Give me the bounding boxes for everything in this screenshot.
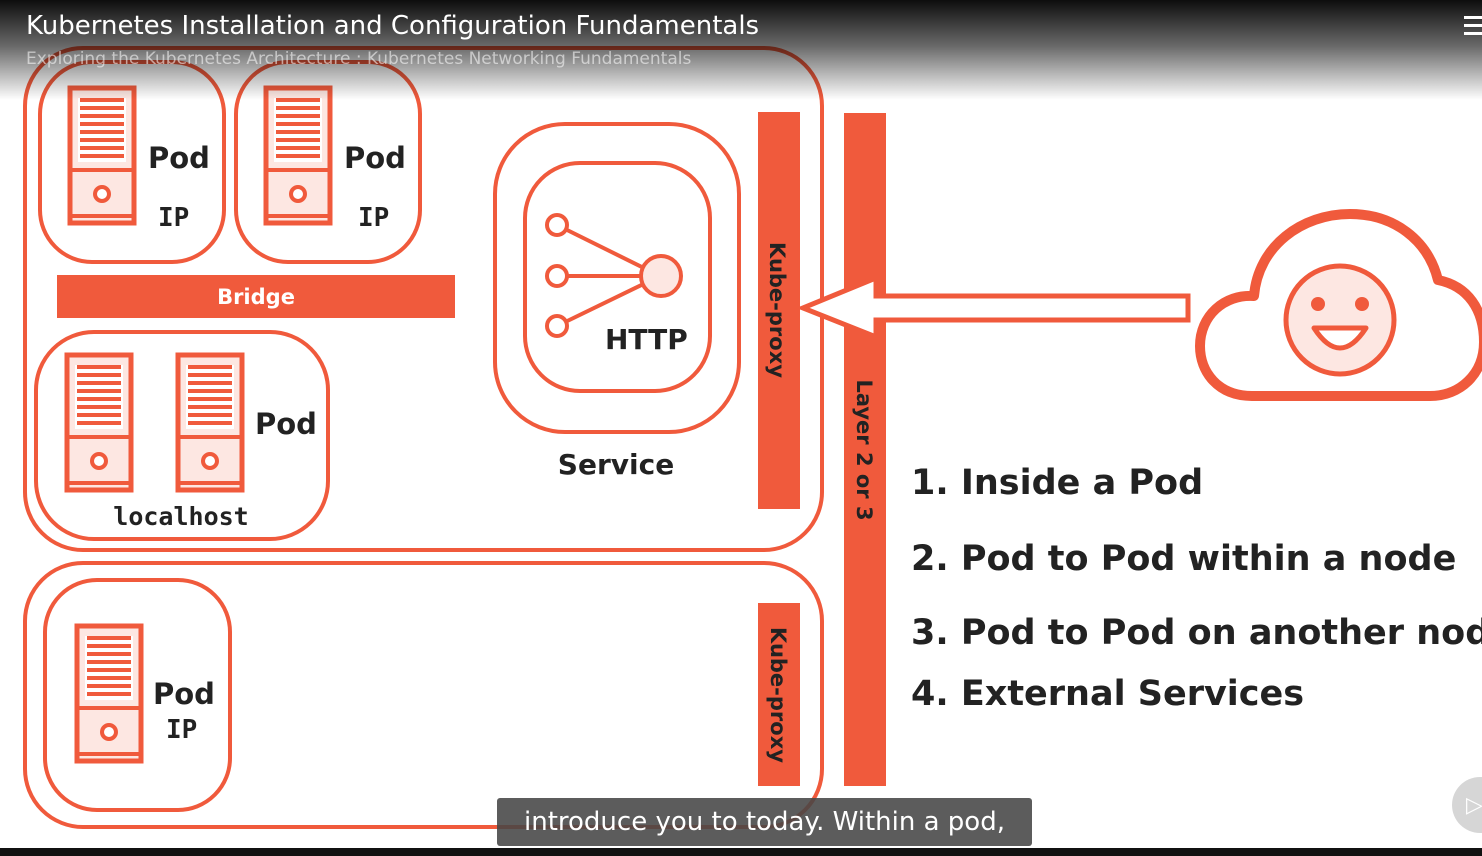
kube-proxy-bar-1: [758, 112, 800, 509]
bridge-label: Bridge: [217, 285, 295, 309]
menu-icon[interactable]: [1464, 16, 1482, 36]
module-breadcrumb: Exploring the Kubernetes Architecture : …: [26, 49, 692, 69]
pod-box-4: Pod IP: [43, 578, 232, 812]
layer-label: Layer 2 or 3: [852, 379, 876, 520]
list-item: 3. Pod to Pod on another node: [911, 613, 1482, 653]
ip-label: IP: [166, 715, 197, 745]
pod-box-3: Pod localhost: [34, 330, 330, 541]
ip-label: IP: [358, 203, 389, 233]
server-icon: [266, 88, 330, 223]
progress-bar[interactable]: [0, 848, 1482, 856]
list-item: 2. Pod to Pod within a node: [911, 539, 1456, 579]
course-title: Kubernetes Installation and Configuratio…: [26, 11, 760, 41]
pod-label: Pod: [255, 407, 317, 441]
smiley-icon: [1283, 263, 1397, 377]
pod-label: Pod: [344, 141, 406, 175]
service-icon: [545, 213, 683, 338]
arrow-icon: [796, 274, 1191, 341]
http-label: HTTP: [605, 323, 688, 356]
networking-list: 1. Inside a Pod 2. Pod to Pod within a n…: [911, 463, 1482, 714]
pod-label: Pod: [148, 141, 210, 175]
pod-label: Pod: [153, 677, 215, 711]
node-2-box: [23, 561, 824, 829]
list-item: 4. External Services: [911, 674, 1304, 714]
server-icon: [70, 88, 134, 223]
server-icon: [67, 355, 131, 490]
server-icon: [178, 355, 242, 490]
layer-bar: [844, 113, 886, 786]
kube-proxy-label: Kube-proxy: [766, 627, 790, 763]
kube-proxy-bar-2: [758, 603, 800, 786]
list-item: 1. Inside a Pod: [911, 463, 1203, 503]
localhost-label: localhost: [113, 502, 248, 531]
ip-label: IP: [158, 203, 189, 233]
service-label: Service: [558, 448, 674, 481]
bridge-bar: [57, 275, 455, 318]
player-header: Kubernetes Installation and Configuratio…: [0, 0, 1482, 100]
server-icon: [77, 626, 141, 761]
kube-proxy-label: Kube-proxy: [765, 242, 789, 378]
service-box: HTTP: [493, 122, 741, 434]
subtitle-caption: introduce you to today. Within a pod,: [497, 798, 1032, 846]
pod-box-1: Pod IP: [38, 60, 226, 264]
cloud-icon: [1195, 209, 1482, 401]
